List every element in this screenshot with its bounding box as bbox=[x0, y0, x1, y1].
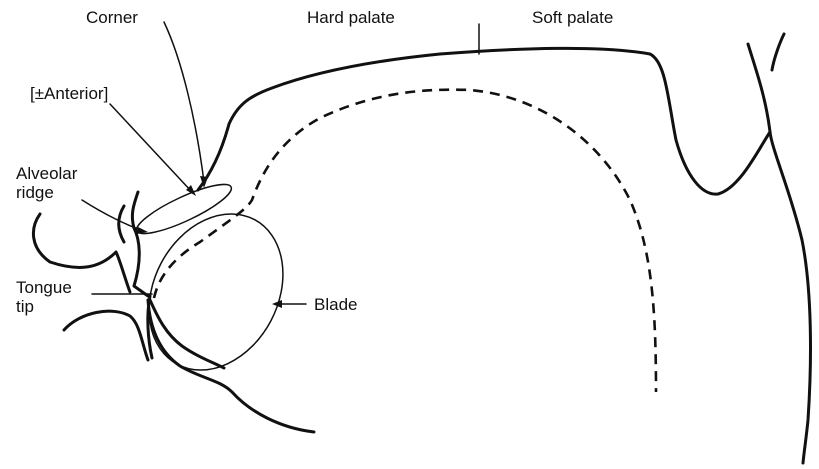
palate-outline bbox=[198, 48, 770, 194]
alveolar-ridge-label: Alveolar ridge bbox=[16, 164, 77, 202]
tongue-label-line2: tip bbox=[16, 297, 72, 316]
corner-label: Corner bbox=[86, 8, 138, 27]
anterior-leader bbox=[110, 104, 192, 192]
upper-lip bbox=[119, 206, 124, 242]
pharynx-wall-lower bbox=[770, 132, 810, 463]
blade-label: Blade bbox=[314, 295, 357, 314]
alveolar-label-line2: ridge bbox=[16, 183, 77, 202]
tongue-tip-underside bbox=[150, 300, 224, 368]
lower-lip bbox=[64, 311, 148, 360]
upper-incisor bbox=[132, 192, 138, 228]
hard-palate-label: Hard palate bbox=[307, 8, 395, 27]
tongue-tip-label: Tongue tip bbox=[16, 278, 72, 316]
lower-jaw bbox=[148, 300, 314, 432]
corner-leader bbox=[164, 22, 204, 182]
tongue-label-line1: Tongue bbox=[16, 278, 72, 297]
anterior-label: [±Anterior] bbox=[30, 84, 108, 103]
back-wall-line bbox=[772, 34, 784, 70]
tongue-body-dashed bbox=[154, 90, 656, 392]
alveolar-label-line1: Alveolar bbox=[16, 164, 77, 183]
upper-incisor-front bbox=[134, 228, 148, 296]
pharynx-wall-upper bbox=[748, 44, 770, 132]
soft-palate-label: Soft palate bbox=[532, 8, 613, 27]
